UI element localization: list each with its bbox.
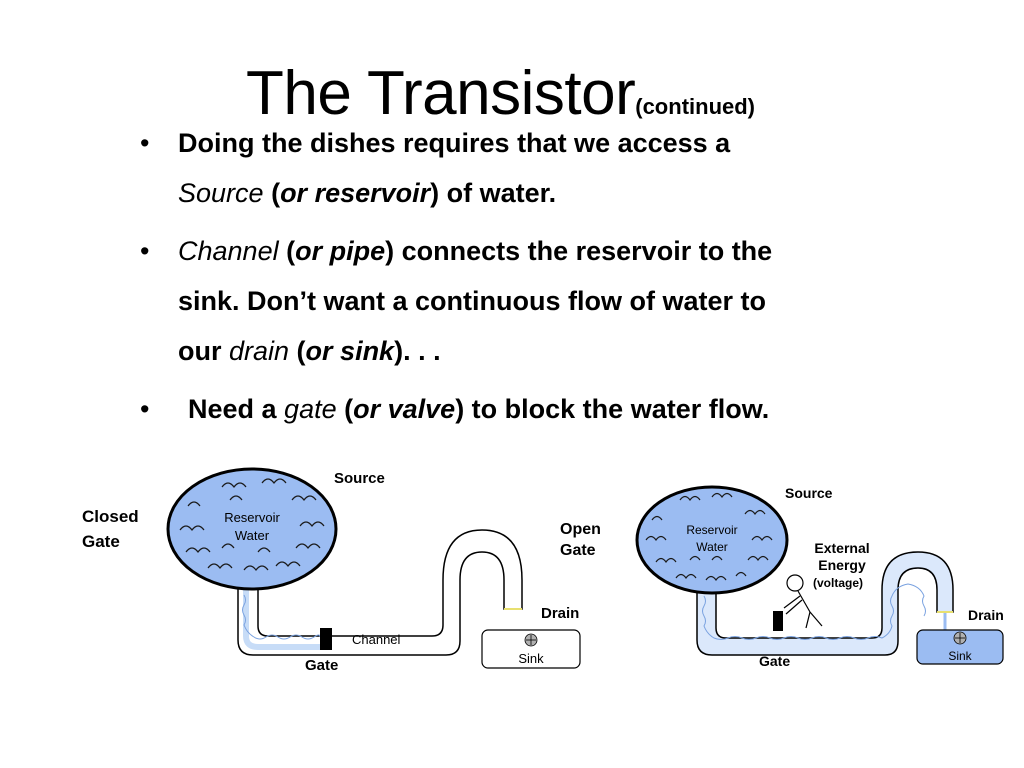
title-sub: (continued) <box>635 94 756 119</box>
open-reservoir-label-1: Reservoir <box>686 523 737 537</box>
open-energy-label-3: (voltage) <box>813 576 863 590</box>
open-source-label: Source <box>785 485 833 501</box>
closed-pipe <box>237 529 523 656</box>
bullet-1-text: Doing the dishes requires that we access… <box>178 128 731 158</box>
open-gate-diagram: Reservoir Water Sink Open Gate Source Ex… <box>560 485 1004 669</box>
bullet-3: • Need a gate (or valve) to block the wa… <box>140 384 1000 434</box>
closed-sink-drain-icon <box>524 633 538 647</box>
closed-pipe-water-wave <box>242 594 321 640</box>
open-reservoir <box>635 485 789 595</box>
open-pipe-water-wave <box>702 583 926 640</box>
bullet-3-text-c: ) to block the water flow. <box>455 394 770 424</box>
bullet-dot: • <box>140 128 150 158</box>
bullet-2-text-d: our <box>178 336 229 366</box>
bullet-2-text-a: ( <box>278 236 296 266</box>
slide-title: The Transistor(continued) <box>246 58 755 129</box>
open-energy-label-1: External <box>814 540 869 556</box>
open-reservoir-label-2: Water <box>696 540 728 554</box>
closed-sink <box>481 629 581 669</box>
open-sink-label: Sink <box>948 649 972 663</box>
closed-gate-diagram: Reservoir Water Sink Closed Gate Source … <box>82 467 581 674</box>
open-gate-block <box>773 611 783 631</box>
bullet-2-drain: drain <box>229 336 290 366</box>
open-state-label-1: Open <box>560 521 601 538</box>
open-state-label-2: Gate <box>560 542 596 559</box>
open-gate-label: Gate <box>759 653 790 669</box>
bullet-dot: • <box>140 394 150 424</box>
bullet-3-text-b: ( <box>336 394 354 424</box>
bullet-1: • Doing the dishes requires that we acce… <box>140 118 1000 218</box>
open-energy-label-2: Energy <box>818 557 866 573</box>
closed-reservoir-label-2: Water <box>235 528 270 543</box>
closed-pipe-water <box>243 590 320 650</box>
bullet-1-text-c: ) of water. <box>430 178 557 208</box>
closed-sink-label: Sink <box>518 651 544 666</box>
bullet-list: • Doing the dishes requires that we acce… <box>140 118 1000 442</box>
bullet-2-text-c: sink. Don’t want a continuous flow of wa… <box>178 286 767 316</box>
bullet-2-text-e: ( <box>289 336 306 366</box>
bullet-1-text-b: ( <box>263 178 281 208</box>
bullet-2-channel: Channel <box>178 236 279 266</box>
bullet-2-text-b: ) connects the reservoir to the <box>385 236 773 266</box>
closed-reservoir-waves <box>179 478 325 571</box>
bullet-3-gate: gate <box>284 394 337 424</box>
bullet-3-valve: or valve <box>353 394 456 424</box>
open-drain-label: Drain <box>968 607 1004 623</box>
open-reservoir-waves <box>645 492 773 582</box>
bullet-1-source: Source <box>178 178 264 208</box>
closed-reservoir-label-1: Reservoir <box>224 510 280 525</box>
bullet-2-sink: or sink <box>305 336 395 366</box>
closed-state-label-2: Gate <box>82 532 120 551</box>
closed-channel-label: Channel <box>352 632 401 647</box>
person-icon <box>783 574 823 629</box>
closed-state-label-1: Closed <box>82 507 139 526</box>
title-main: The Transistor <box>246 59 636 128</box>
closed-reservoir <box>166 467 338 591</box>
closed-gate-block <box>320 628 332 650</box>
bullet-2: • Channel (or pipe) connects the reservo… <box>140 226 1000 376</box>
closed-source-label: Source <box>334 470 385 487</box>
open-pipe <box>696 551 954 656</box>
bullet-2-pipe: or pipe <box>295 236 386 266</box>
closed-gate-label: Gate <box>305 657 338 674</box>
bullet-3-text-a: Need a <box>188 394 285 424</box>
closed-drain-label: Drain <box>541 605 579 622</box>
bullet-2-text-f: ). . . <box>394 336 441 366</box>
open-sink-drain-icon <box>953 631 967 645</box>
bullet-1-reservoir: or reservoir <box>280 178 431 208</box>
bullet-dot: • <box>140 236 150 266</box>
open-sink <box>916 629 1004 665</box>
